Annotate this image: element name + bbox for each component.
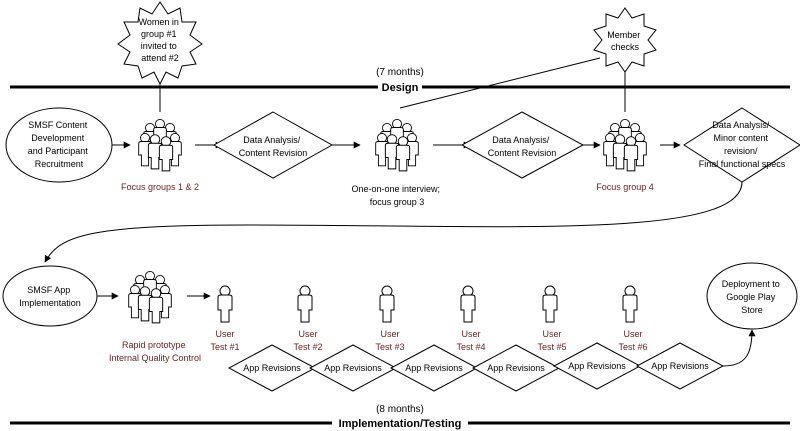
user-test-1-line-2: Test #1: [210, 342, 239, 352]
content-dev-line-1: SMSF Content: [28, 120, 88, 130]
member-checks-callout: Member checks: [593, 7, 657, 73]
user-test-2-icon: [297, 285, 313, 323]
women-invited-line-4: attend #2: [141, 53, 179, 63]
svg-text:Data Analysis/ Content R: Data Analysis/ Content Revision: [239, 135, 308, 158]
analysis-3-line-2: Minor content: [713, 133, 768, 143]
deployment-line-2: Google Play: [726, 292, 776, 302]
svg-text:Data Analysis/ Content R: Data Analysis/ Content Revision: [488, 135, 557, 158]
analysis-2-line-2: Content Revision: [488, 148, 557, 158]
user-test-6-line-1: User: [623, 329, 642, 339]
user-test-2-line-1: User: [298, 329, 317, 339]
interview-focus-group-3-icon: [376, 119, 419, 170]
app-revision-5: App Revisions: [552, 342, 642, 390]
svg-text:SMSF Content Development: SMSF Content Development and Participant…: [28, 120, 91, 169]
user-test-5-line-2: Test #5: [537, 342, 566, 352]
user-test-3-icon: [379, 285, 395, 323]
svg-text:Data Analysis/ Minor con: Data Analysis/ Minor content revision/ F…: [699, 120, 786, 169]
app-revision-2: App Revisions: [308, 344, 398, 392]
user-test-6-icon: [622, 285, 638, 323]
member-checks-line-2: checks: [611, 42, 640, 52]
user-test-6-line-2: Test #6: [618, 342, 647, 352]
focus-groups-1-2-label: Focus groups 1 & 2: [121, 182, 199, 192]
analysis-3-line-3: revision/: [724, 146, 758, 156]
deployment-line-3: Store: [741, 305, 763, 315]
app-revision-2-label: App Revisions: [324, 363, 382, 373]
user-test-1-icon: [217, 285, 233, 323]
app-impl-line-1: SMSF App: [27, 285, 70, 295]
user-test-5-icon: [542, 285, 558, 323]
app-revision-5-label: App Revisions: [568, 361, 626, 371]
impl-duration: (8 months): [376, 404, 424, 415]
women-invited-callout: Women in group #1 invited to attend #2: [117, 1, 203, 86]
user-test-4-icon: [460, 285, 476, 323]
user-test-3-line-1: User: [380, 329, 399, 339]
app-revision-3: App Revisions: [389, 344, 479, 392]
analysis-3-line-4: Final functional specs: [699, 159, 786, 169]
arrow-to-deployment: [722, 329, 756, 367]
app-revision-6-label: App Revisions: [651, 361, 709, 371]
app-revision-4-label: App Revisions: [487, 363, 545, 373]
interview-label-line-2: focus group 3: [370, 197, 425, 207]
impl-label: Implementation/Testing: [339, 418, 462, 430]
analysis-3-diamond: Data Analysis/ Minor content revision/ F…: [683, 107, 800, 183]
women-invited-line-1: Women in: [139, 17, 179, 27]
analysis-1-line-2: Content Revision: [239, 148, 308, 158]
app-revision-1: App Revisions: [227, 344, 317, 392]
user-test-3-line-2: Test #3: [375, 342, 404, 352]
user-test-5-line-1: User: [542, 329, 561, 339]
impl-label-bg: [332, 416, 468, 430]
analysis-1-line-1: Data Analysis/: [243, 135, 301, 145]
svg-text:Deployment to Google Pla: Deployment to Google Play Store: [722, 279, 783, 315]
focus-group-4-icon: [604, 119, 647, 170]
deployment-ellipse: Deployment to Google Play Store: [706, 262, 798, 330]
focus-groups-1-2-icon: [139, 119, 182, 170]
app-revision-1-label: App Revisions: [243, 363, 301, 373]
design-label: Design: [382, 82, 419, 94]
user-test-4-line-2: Test #4: [456, 342, 485, 352]
women-invited-line-3: invited to: [141, 41, 177, 51]
women-invited-line-2: group #1: [141, 29, 177, 39]
member-checks-link: [399, 57, 601, 109]
app-revision-4: App Revisions: [471, 344, 561, 392]
content-dev-line-2: Development: [31, 133, 85, 143]
analysis-3-line-1: Data Analysis/: [712, 120, 770, 130]
svg-text:SMSF App Implementation: SMSF App Implementation: [19, 285, 81, 308]
svg-text:Member checks: Member checks: [607, 30, 643, 52]
app-revision-3-label: App Revisions: [405, 363, 463, 373]
analysis-2-line-1: Data Analysis/: [492, 135, 550, 145]
svg-text:One-on-one interview; focu: One-on-one interview; focus group 3: [351, 184, 442, 207]
user-test-2-line-2: Test #2: [293, 342, 322, 352]
app-implementation-ellipse: SMSF App Implementation: [2, 265, 98, 327]
analysis-1-diamond: Data Analysis/ Content Revision: [212, 111, 334, 179]
design-duration: (7 months): [376, 67, 424, 78]
arrow-design-to-implementation: [44, 181, 743, 263]
analysis-2-diamond: Data Analysis/ Content Revision: [460, 111, 585, 179]
svg-text:Rapid prototype Internal Q: Rapid prototype Internal Quality Control: [109, 340, 201, 363]
member-checks-line-1: Member: [607, 30, 640, 40]
user-test-4-line-1: User: [461, 329, 480, 339]
app-revision-6: App Revisions: [635, 342, 725, 390]
rapid-prototype-icon: [129, 271, 172, 323]
content-development-ellipse: SMSF Content Development and Participant…: [5, 107, 113, 183]
user-test-1-line-1: User: [215, 329, 234, 339]
deployment-line-1: Deployment to: [722, 279, 780, 289]
svg-text:Women in group #1: Women in group #1 invited to attend #2: [139, 17, 182, 63]
prototype-label-line-2: Internal Quality Control: [109, 353, 201, 363]
app-impl-line-2: Implementation: [19, 298, 81, 308]
content-dev-line-3: and Participant: [28, 146, 89, 156]
focus-group-4-label: Focus group 4: [596, 182, 654, 192]
prototype-label-line-1: Rapid prototype: [122, 340, 186, 350]
design-label-bg: [378, 80, 422, 94]
interview-label-line-1: One-on-one interview;: [351, 184, 440, 194]
content-dev-line-4: Recruitment: [35, 159, 84, 169]
